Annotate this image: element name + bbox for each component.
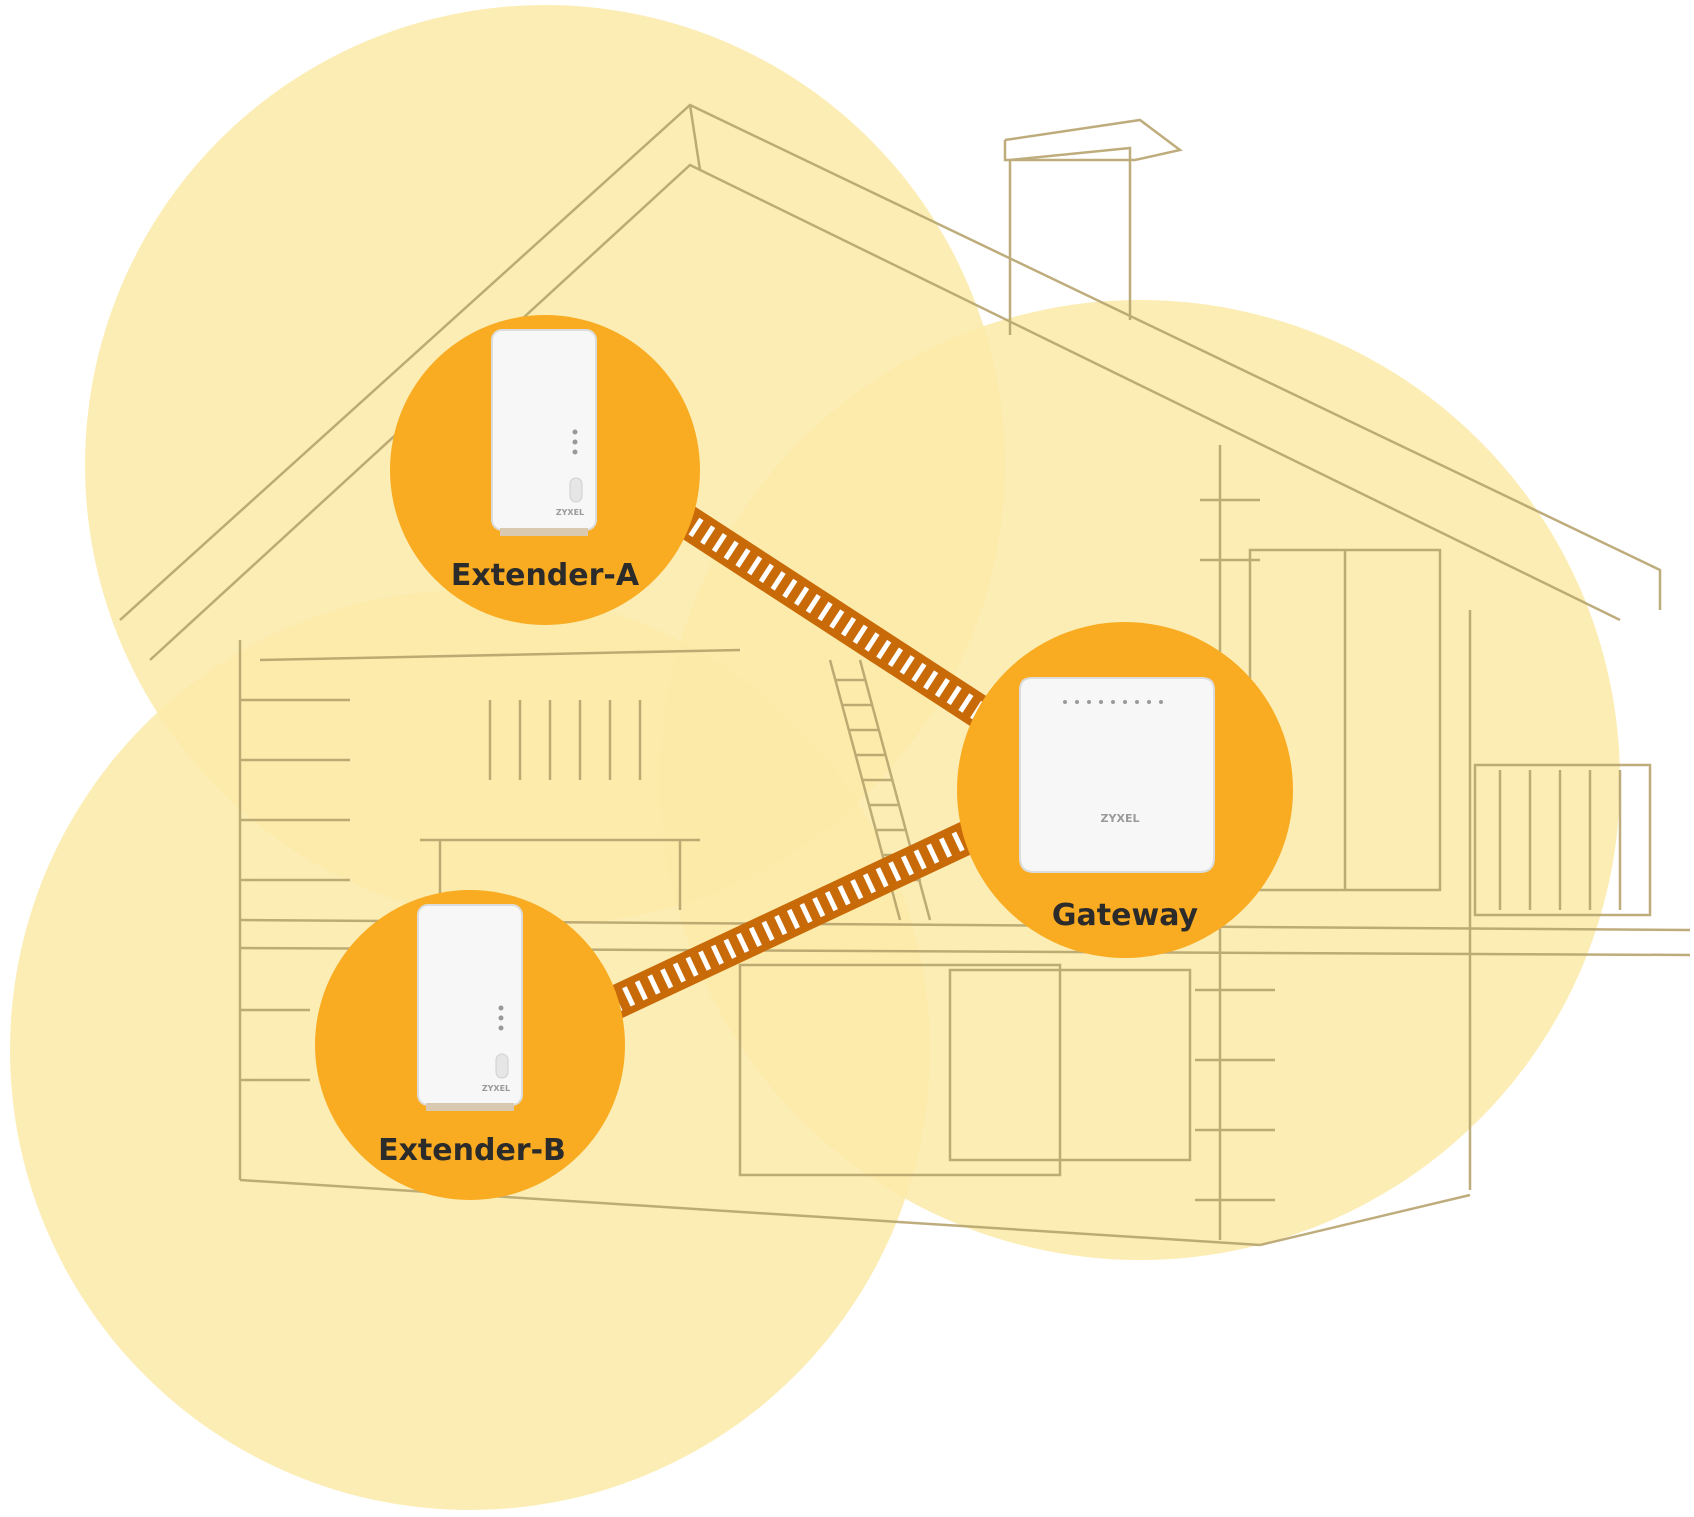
coverage-zones [10, 5, 1620, 1510]
chimney-cap [1003, 118, 1183, 162]
floor-upper [259, 648, 741, 662]
floor-ground-b [1259, 1193, 1471, 1247]
extender-device-icon: ZYXEL [491, 329, 597, 536]
extender-b-label: Extender-B [378, 1133, 566, 1168]
chimney [1008, 146, 1132, 335]
extender-device-icon: ZYXEL [417, 904, 523, 1111]
roof-outline [119, 103, 1662, 621]
extender-b-brand: ZYXEL [482, 1084, 510, 1093]
window-lower-center [738, 963, 1062, 1177]
node-extender-a: ZYXEL Extender-A [390, 315, 700, 625]
gateway-device-icon: ZYXEL [1019, 677, 1215, 873]
window-lower-right [948, 968, 1192, 1162]
floor-ground [239, 1178, 1261, 1247]
log-wall-left [240, 698, 350, 1082]
gateway-label: Gateway [1052, 898, 1199, 933]
pendant-lights [488, 700, 642, 780]
node-gateway: ZYXEL Gateway [957, 622, 1293, 958]
balcony-slats [1498, 770, 1622, 910]
balcony-railing [1473, 763, 1652, 917]
roof-eave [688, 104, 702, 171]
extender-a-brand: ZYXEL [556, 508, 584, 517]
extender-a-label: Extender-A [451, 558, 640, 593]
log-wall-right [1195, 498, 1275, 1202]
gateway-brand: ZYXEL [1101, 812, 1140, 825]
roof-inner [149, 163, 1621, 661]
node-extender-b: ZYXEL Extender-B [315, 890, 625, 1200]
